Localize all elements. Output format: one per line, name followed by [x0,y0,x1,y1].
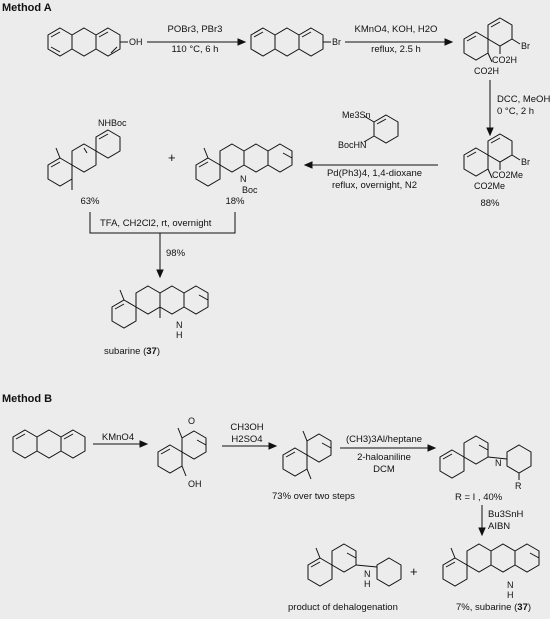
step4-conditions: reflux, overnight, N2 [331,180,417,191]
boc-lactam-product [195,143,293,187]
side-product-caption: product of dehalogenation [288,602,398,613]
b-step4-initiator: AIBN [488,521,511,532]
phenanthroline [12,429,86,459]
bromo-label-3: Br [521,157,530,167]
step2-reagents: KMnO4, KOH, H2O [354,24,438,35]
b-step3-aniline: 2-haloaniline [357,452,411,463]
subarine-structure-b [442,543,540,587]
ester-label-2: CO2Me [474,181,506,191]
step2-conditions: reflux, 2.5 h [371,44,421,55]
subarine-number-b: 37 [517,602,528,613]
bromo-bipyridine-diester [463,133,521,179]
acid-oh-label: OH [188,479,202,489]
subarine-name-b: subarine [475,602,512,613]
b-step3-reagent: (CH3)3Al/heptane [345,434,423,445]
step1-reagents: POBr3, PBr3 [167,24,223,35]
bromo-label-2: Br [521,41,530,51]
step1-conditions: 110 °C, 6 h [171,44,219,55]
hydroxy-phenanthroline [47,27,128,57]
final-yield-prefix: 7%, [456,602,476,613]
nhboc-label: NHBoc [98,118,127,128]
acid-label-1: CO2H [492,55,518,65]
bipyridine-diester [282,430,332,480]
subarine-caption-b: 7%, subarine (37) [456,602,532,613]
stannane-label: Me3Sn [342,110,371,120]
boc-yield: 18% [225,196,245,207]
subarine-name-a: subarine [104,346,141,357]
hydroxy-label: OH [129,37,143,47]
lactam-n-label: N [240,174,247,184]
method-a-title: Method A [2,2,52,14]
r-group-label: R [515,481,522,491]
subarine-n-label-a: N [176,320,183,330]
b-step2-acid: H2SO4 [231,434,263,445]
subarine-h-label-a: H [176,330,183,340]
dehalogenation-product [307,543,402,587]
subarine-number-a: 37 [146,346,157,357]
ester-label-1: CO2Me [492,170,524,180]
bochn-label: BocHN [338,140,367,150]
acid-label-2: CO2H [474,66,500,76]
subarine-caption-a: subarine (37) [104,346,161,357]
stannane-reagent [363,114,399,144]
haloanilide-structure [439,435,532,480]
b-step1-reagent: KMnO4 [101,432,135,443]
bromo-phenanthroline [250,27,331,57]
bipyridine-diacid [157,427,207,477]
bromo-bipyridine-diacid [463,17,521,63]
boc-label: Boc [242,185,258,195]
side-n-label: N [364,569,371,579]
b-step3-solvent: DCM [373,464,395,475]
nhboc-product [47,129,121,190]
side-h-label: H [364,579,371,589]
ester-yield: 88% [480,198,500,209]
amide-yield: 63% [80,196,100,207]
subarine-structure-a [111,285,209,329]
subarine-n-label-b: N [507,580,514,590]
b-step4-reagent: Bu3SnH [488,509,524,520]
plus-sign-a: + [168,150,176,165]
subarine-h-label-b: H [507,590,514,600]
method-b-title: Method B [2,393,53,405]
b-step2-reagent: CH3OH [230,422,264,433]
step4-reagents: Pd(Ph3)4, 1,4-dioxane [326,168,423,179]
step3-conditions: 0 °C, 2 h [497,106,535,117]
tfa-yield: 98% [166,248,186,259]
step5-conditions: TFA, CH2Cl2, rt, overnight [100,218,212,229]
step3-reagents: DCC, MeOH [497,94,550,105]
amide-note: R = I , 40% [455,492,503,503]
acid-o-label: O [188,416,196,426]
bromo-label-1: Br [332,37,341,47]
plus-sign-b: + [410,564,418,579]
b-step2-yield: 73% over two steps [272,491,355,502]
amide-n-label: N [495,458,502,468]
